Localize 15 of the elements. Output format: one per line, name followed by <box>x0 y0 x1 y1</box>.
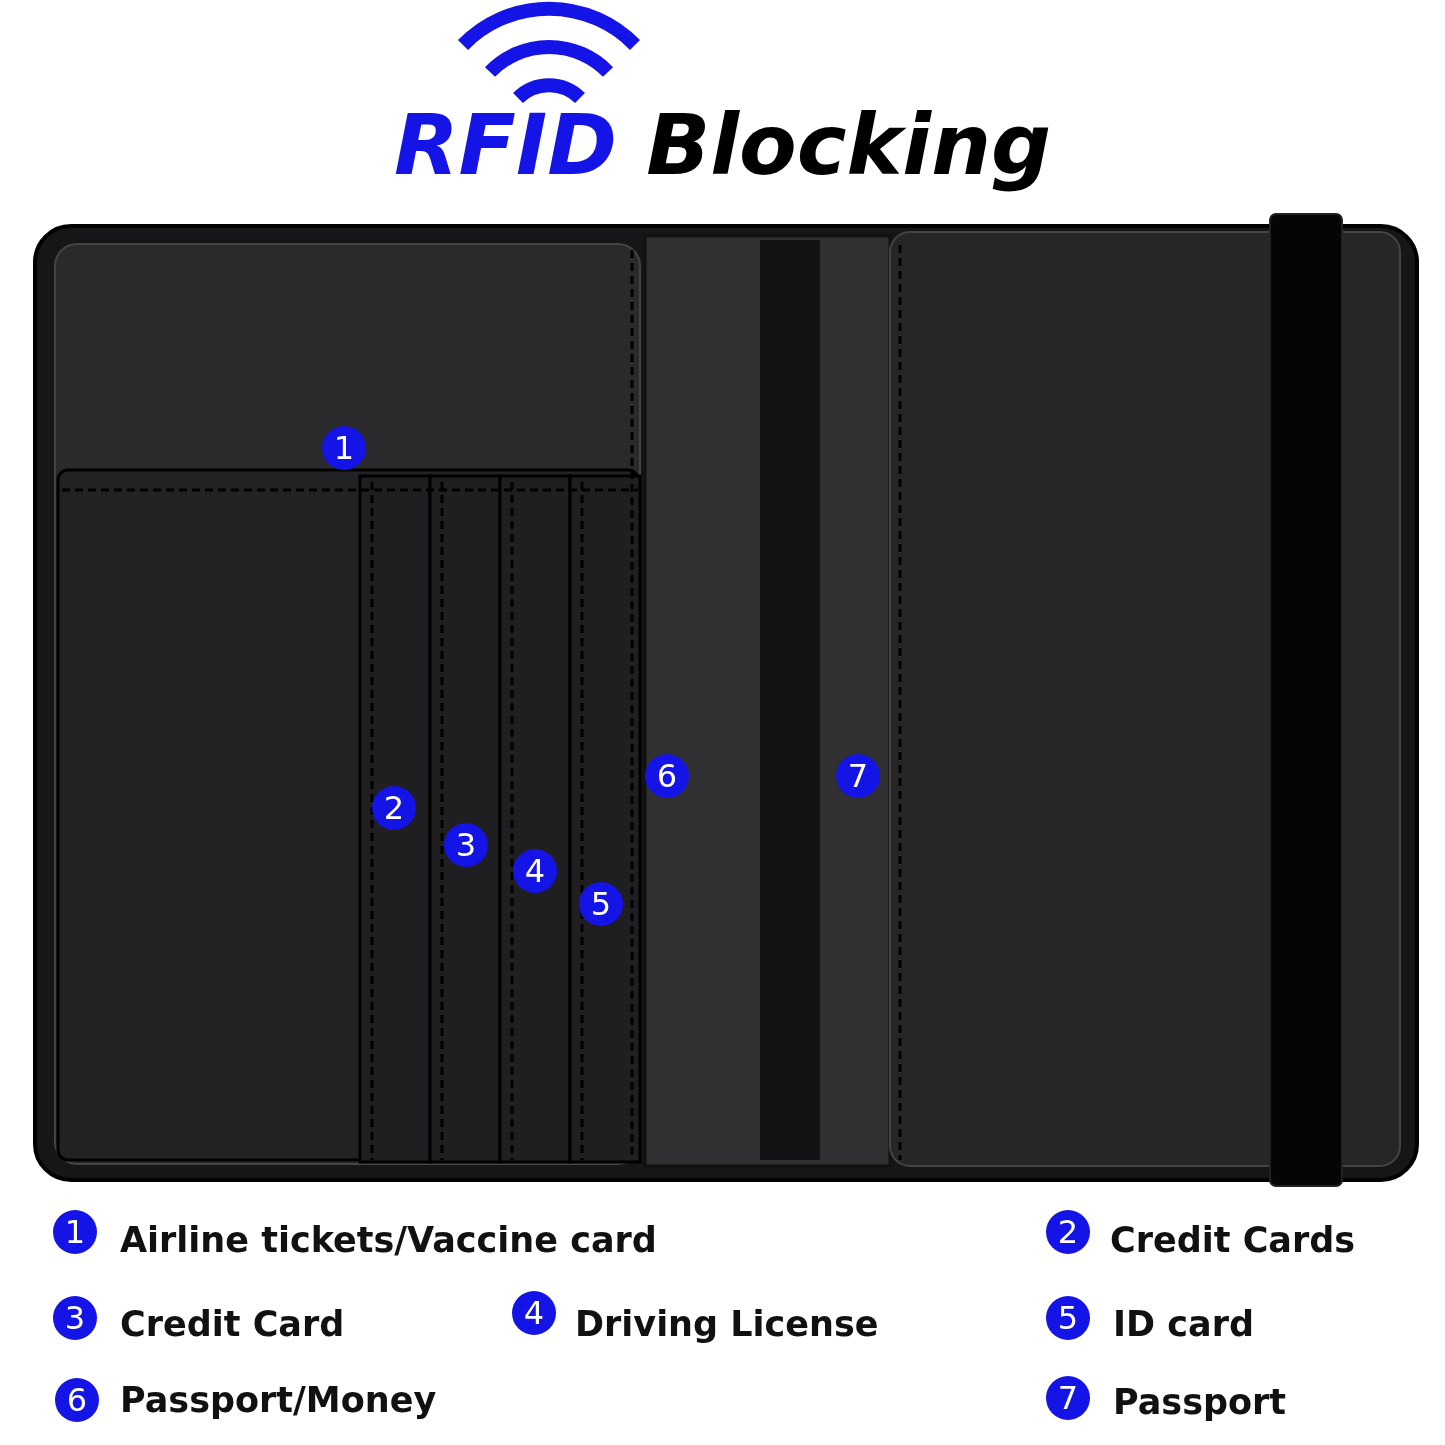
legend-number: 6 <box>55 1378 99 1422</box>
item-label: Passport/Money <box>120 1379 437 1422</box>
legend-number: 5 <box>1046 1296 1090 1340</box>
item-label: Credit Card <box>120 1303 345 1346</box>
legend-number: 2 <box>1046 1210 1090 1254</box>
item-label: Passport <box>1113 1381 1287 1424</box>
item-label: Driving License <box>575 1303 879 1346</box>
legend-number: 3 <box>53 1296 97 1340</box>
title: RFID Blocking <box>392 95 1053 195</box>
legend-number: 4 <box>512 1291 556 1335</box>
legend-number: 1 <box>53 1210 97 1254</box>
item-label: Credit Cards <box>1110 1219 1356 1262</box>
item-label: ID card <box>1113 1303 1254 1346</box>
item-label: Airline tickets/Vaccine card <box>120 1219 657 1262</box>
legend-number: 7 <box>1046 1376 1090 1420</box>
